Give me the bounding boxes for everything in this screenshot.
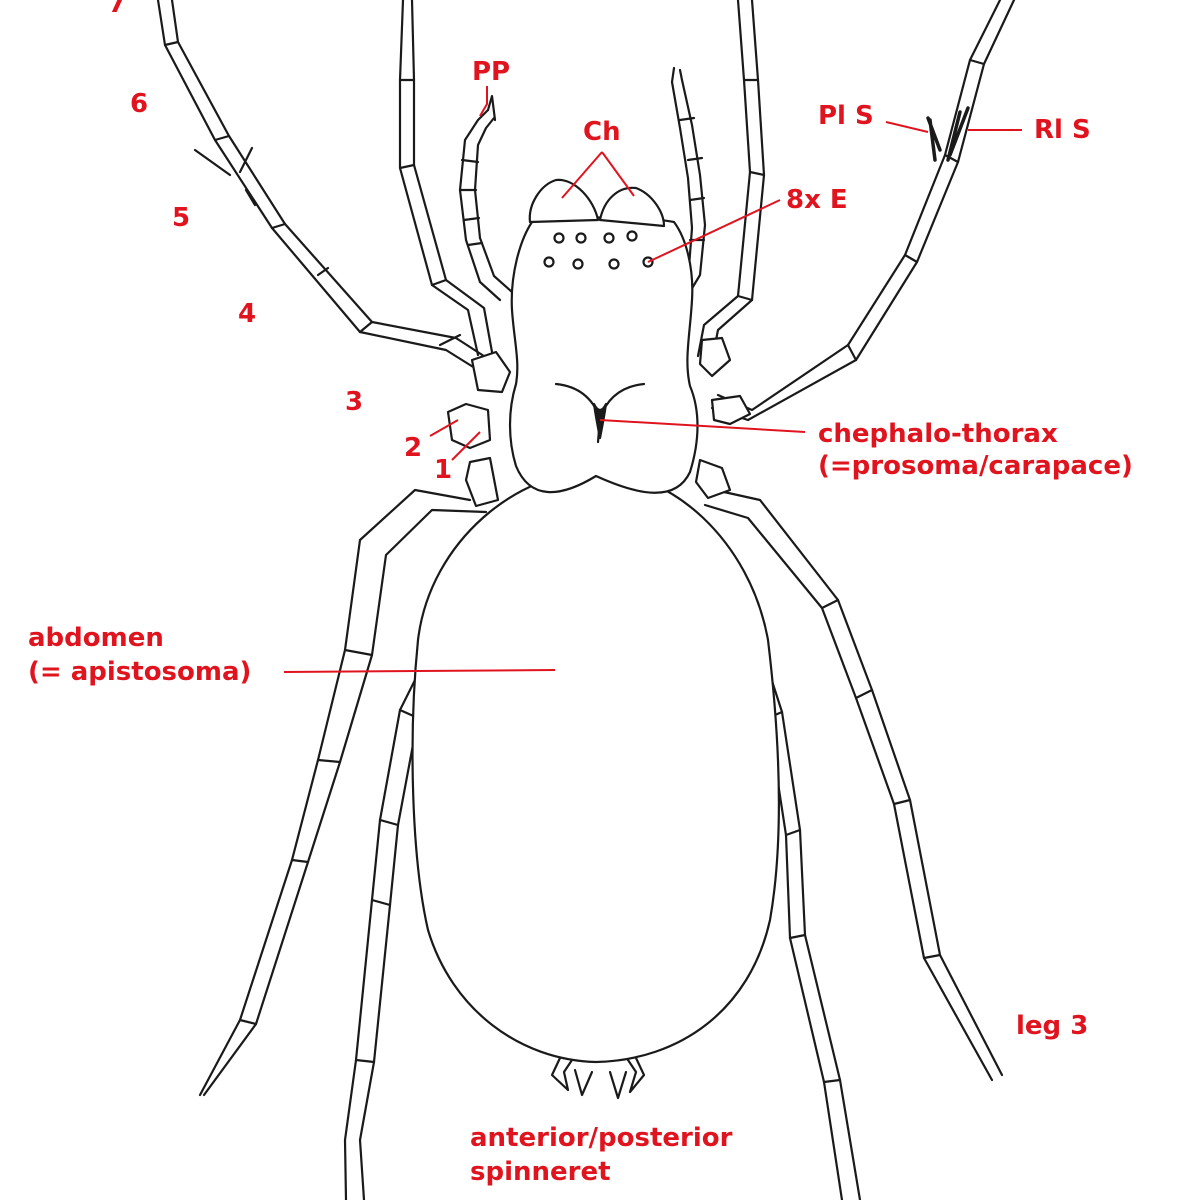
cephalothorax bbox=[508, 216, 699, 494]
pedipalp-label: PP bbox=[472, 57, 510, 87]
chelicerae-label: Ch bbox=[583, 117, 621, 147]
segment-label-3: 3 bbox=[345, 387, 363, 417]
abdomen-label: abdomen bbox=[28, 623, 164, 653]
cephalothorax-label: chephalo-thorax bbox=[818, 419, 1058, 449]
abdomen bbox=[411, 470, 780, 1064]
segment-label-7: 7 bbox=[108, 0, 126, 19]
retrolateral-spine-label: Rl S bbox=[1034, 115, 1091, 145]
prolateral-spine-label: Pl S bbox=[818, 101, 874, 131]
leg-1-right bbox=[710, 0, 1016, 422]
cephalothorax-sublabel: (=prosoma/carapace) bbox=[818, 451, 1133, 481]
abdomen-sublabel: (= apistosoma) bbox=[28, 657, 251, 687]
chelicerae bbox=[528, 178, 666, 228]
segment-label-1: 1 bbox=[434, 455, 452, 485]
leg-3-right bbox=[703, 488, 1004, 1082]
eyes-label: 8x E bbox=[786, 185, 848, 215]
spinneret-sublabel: spinneret bbox=[470, 1157, 611, 1187]
leg-3-left bbox=[198, 488, 488, 1097]
leg-2-right bbox=[696, 0, 766, 362]
segment-label-5: 5 bbox=[172, 203, 190, 233]
leader-lines bbox=[283, 86, 1022, 673]
leg-2-left bbox=[398, 0, 494, 357]
eyes bbox=[543, 230, 654, 270]
segment-label-6: 6 bbox=[130, 89, 148, 119]
pedipalp-left bbox=[458, 94, 514, 302]
segment-label-4: 4 bbox=[238, 299, 256, 329]
coxae bbox=[446, 336, 752, 508]
spinnerets bbox=[550, 1056, 646, 1100]
leg-1-left bbox=[156, 0, 492, 372]
segment-label-2: 2 bbox=[404, 433, 422, 463]
leg-3-label: leg 3 bbox=[1016, 1011, 1088, 1041]
spinneret-label: anterior/posterior bbox=[470, 1123, 733, 1153]
